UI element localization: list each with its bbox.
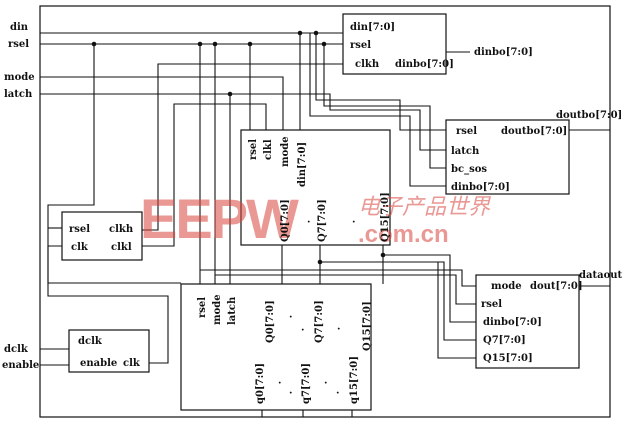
doutbo-doutbo-label: doutbo[7:0] xyxy=(501,126,567,137)
clkdiv-block xyxy=(68,329,150,373)
wire-clkdiv-clk xyxy=(47,245,169,364)
output-dataout-label: dataout xyxy=(579,270,623,281)
outer-frame xyxy=(39,5,611,418)
watermark-site: .com.cn xyxy=(358,221,449,248)
top-dinbo-label: dinbo[7:0] xyxy=(395,59,454,70)
junction-dot xyxy=(91,41,97,47)
input-din-label: din xyxy=(10,22,29,33)
clkgen-rsel-label: rsel xyxy=(69,224,90,235)
wire-latch-right xyxy=(230,93,446,151)
bottom-mode-label: mode xyxy=(212,294,223,325)
bottom-dots-4: · xyxy=(324,378,327,389)
junction-dot xyxy=(212,41,218,47)
wire-mode xyxy=(40,76,284,130)
mux-dout-label: dout[7:0] xyxy=(530,281,583,292)
bottom-q15-label: Q15[7:0] xyxy=(362,301,373,351)
center-mode-label: mode xyxy=(280,136,291,167)
input-rsel-label: rsel xyxy=(8,39,29,50)
bottom-dots-3b: · xyxy=(289,388,292,399)
bottom-dots-4b: · xyxy=(336,388,339,399)
doutbo-bcsos-label: bc_sos xyxy=(451,164,487,175)
clkdiv-dclk-label: dclk xyxy=(78,336,103,347)
clkdiv-enable-label: enable xyxy=(80,358,117,369)
clkgen-block xyxy=(61,211,143,261)
bottom-q0-label: Q0[7:0] xyxy=(265,300,276,343)
wire-mux-mode xyxy=(200,269,476,287)
center-dots-1: · xyxy=(307,217,310,228)
mux-dinbo-label: dinbo[7:0] xyxy=(483,317,542,328)
junction-dot xyxy=(297,30,303,36)
mux-q15-label: Q15[7:0] xyxy=(483,353,533,364)
center-q0-label: Q0[7:0] xyxy=(280,199,291,242)
clkgen-clkl-label: clkl xyxy=(111,242,132,253)
junction-dot xyxy=(380,252,386,258)
center-clkl-label: clkl xyxy=(263,139,274,160)
bottom-dots-2: · xyxy=(337,324,340,335)
top-din-label: din[7:0] xyxy=(350,22,395,33)
clkgen-clkh-label: clkh xyxy=(109,224,134,235)
center-q7-label: Q7[7:0] xyxy=(317,199,328,242)
output-doutbo-label: doutbo[7:0] xyxy=(556,110,622,121)
junction-dot xyxy=(247,41,253,47)
bottom-q7-label: Q7[7:0] xyxy=(314,300,325,343)
bottom-register-block xyxy=(180,283,372,411)
bottom-out-q15-label: q15[7:0] xyxy=(349,356,360,404)
mux-mode-label: mode xyxy=(491,281,522,292)
output-dinbo-label: dinbo[7:0] xyxy=(474,47,533,58)
center-rsel-label: rsel xyxy=(248,139,259,160)
bottom-dots-1: · xyxy=(289,312,292,323)
doutbo-latch-label: latch xyxy=(451,146,480,157)
junction-dot xyxy=(197,41,203,47)
bottom-dots-3: · xyxy=(278,378,281,389)
wire-clkl xyxy=(142,103,267,247)
bottom-out-q7-label: q7[7:0] xyxy=(301,363,312,404)
center-din-label: din[7:0] xyxy=(297,142,308,187)
wire-bcsos xyxy=(323,44,446,169)
wire-clkh xyxy=(142,63,343,231)
wire-mux-dinbo xyxy=(383,254,476,323)
wire-rsel-down1 xyxy=(47,44,181,284)
wire-mux-q7 xyxy=(320,261,476,341)
watermark-brand: EEPW xyxy=(140,187,299,250)
input-enable-label: enable xyxy=(2,360,39,371)
input-dclk-label: dclk xyxy=(4,344,29,355)
doutbo-rsel-label: rsel xyxy=(456,126,477,137)
input-latch-label: latch xyxy=(4,89,33,100)
wire-dinbo-feed xyxy=(309,33,446,187)
clkgen-clk-label: clk xyxy=(71,242,89,253)
center-dots-2: · xyxy=(352,217,355,228)
mux-rsel-label: rsel xyxy=(481,299,502,310)
junction-dot xyxy=(227,91,233,97)
top-clkh-label: clkh xyxy=(355,59,380,70)
bottom-rsel-label: rsel xyxy=(197,297,208,318)
doutbo-dinbo-label: dinbo[7:0] xyxy=(451,182,510,193)
top-rsel-label: rsel xyxy=(350,40,371,51)
bottom-dots-1b: · xyxy=(301,325,304,336)
mux-q7-label: Q7[7:0] xyxy=(483,335,526,346)
input-mode-label: mode xyxy=(4,72,35,83)
junction-dot xyxy=(313,30,319,36)
wire-mux-rsel xyxy=(215,274,476,305)
center-q15-label: Q15[7:0] xyxy=(380,192,391,242)
clkdiv-clk-label: clk xyxy=(123,358,141,369)
watermark-chinese: 电子产品世界 xyxy=(358,195,492,220)
wire-rsel-right xyxy=(315,33,446,131)
center-register-block xyxy=(240,129,391,246)
junction-dot xyxy=(321,41,327,47)
bottom-latch-label: latch xyxy=(227,296,238,325)
wire-mux-q15 xyxy=(383,261,476,359)
junction-dot xyxy=(317,259,323,265)
doutbo-block xyxy=(445,119,570,195)
bottom-out-q0-label: q0[7:0] xyxy=(255,363,266,404)
